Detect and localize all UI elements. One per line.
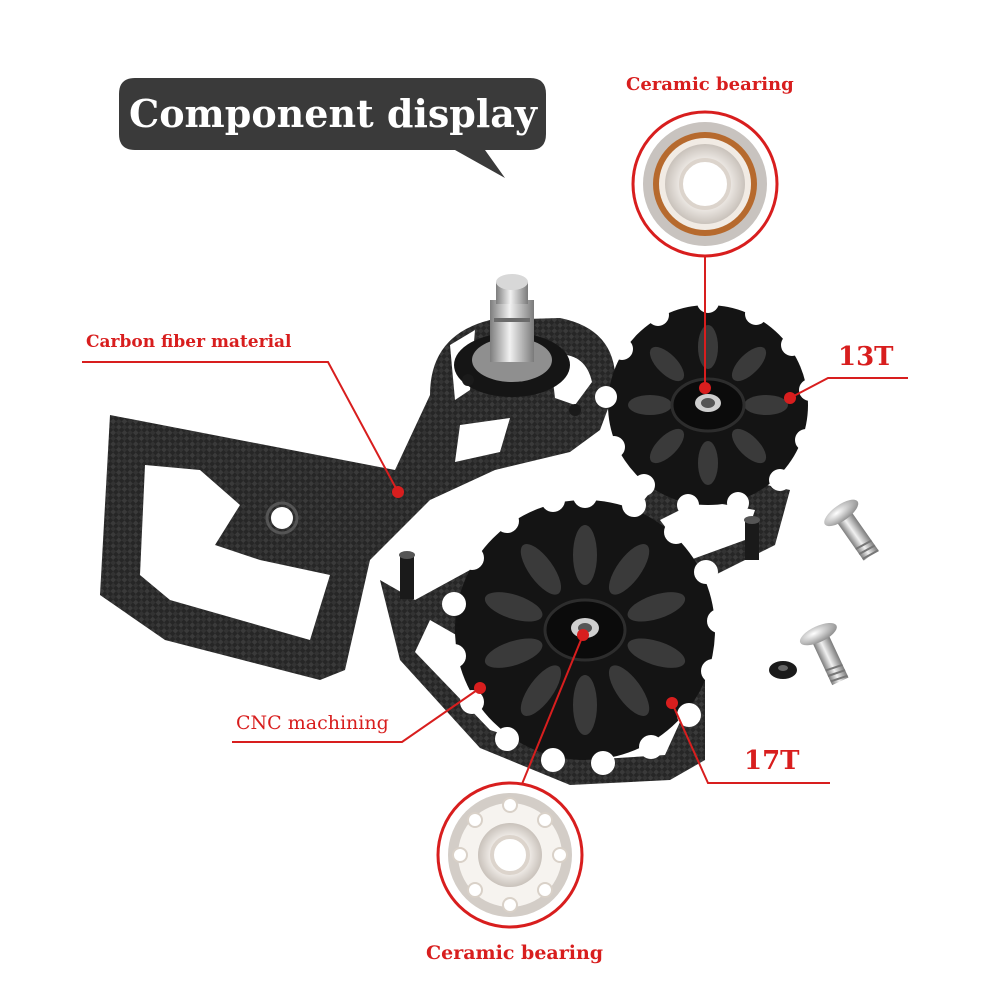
pulley-13t <box>595 291 821 516</box>
label-cnc: CNC machining <box>236 712 389 734</box>
label-ceramic-bearing-top: Ceramic bearing <box>626 74 794 95</box>
bearing-bottom-callout <box>436 629 589 929</box>
title-bubble <box>119 78 546 178</box>
t17-leader <box>671 702 830 784</box>
washer <box>769 661 797 679</box>
screw-lower <box>799 623 849 686</box>
cnc-leader <box>232 687 481 743</box>
label-17t: 17T <box>744 746 800 776</box>
t13-leader <box>789 377 908 399</box>
label-ceramic-bearing-bottom: Ceramic bearing <box>426 942 604 964</box>
title: Component display <box>128 91 538 136</box>
carbon-leader <box>82 361 399 493</box>
screw-upper <box>824 499 879 561</box>
mount-bolt <box>454 274 581 416</box>
main-cage-plate <box>100 318 616 680</box>
label-13t: 13T <box>838 342 894 372</box>
bearing-top-callout <box>631 110 779 394</box>
label-carbon-fiber: Carbon fiber material <box>86 332 292 352</box>
